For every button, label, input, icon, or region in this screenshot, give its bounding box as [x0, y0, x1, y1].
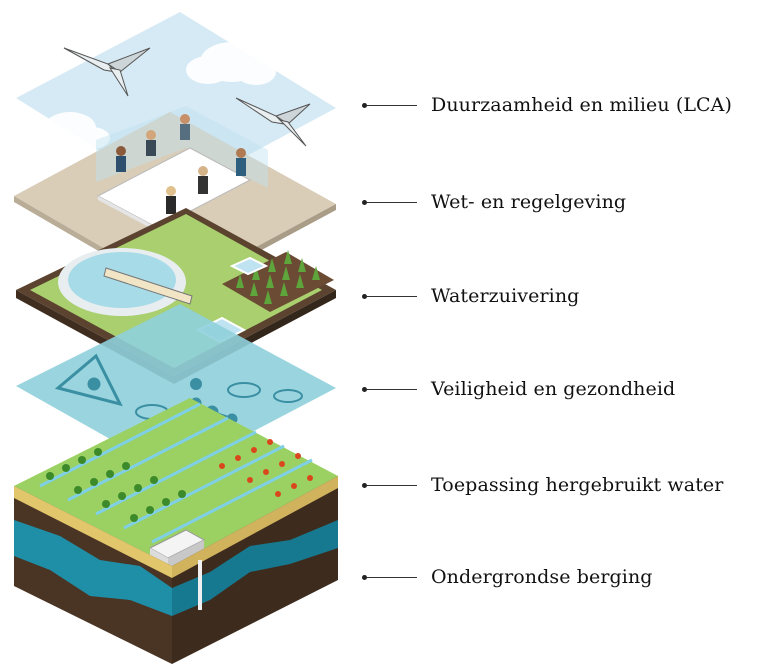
layer-label-treatment: Waterzuivering: [362, 281, 579, 311]
hazard-warning-icon: [54, 353, 123, 407]
person-icon: [236, 148, 246, 176]
layer-label-sky: Duurzaamheid en milieu (LCA): [362, 90, 732, 120]
bullet-dot: [362, 199, 367, 205]
layer-label-fields: Toepassing hergebruikt water: [362, 470, 723, 500]
bullet-dot: [362, 293, 367, 299]
leader-line: [367, 201, 417, 203]
layer-label-safety: Veiligheid en gezondheid: [362, 374, 675, 404]
leader-line: [367, 484, 417, 486]
label-text: Toepassing hergebruikt water: [431, 474, 724, 496]
sky-layer: [16, 12, 336, 196]
clarifier-tank-icon: [58, 248, 193, 316]
label-text: Waterzuivering: [431, 285, 580, 307]
label-text: Wet- en regelgeving: [431, 191, 627, 213]
leader-line: [367, 388, 417, 390]
cloud-icon: [186, 42, 276, 85]
person-icon: [180, 114, 190, 140]
fields-layer: [14, 398, 338, 572]
underground-layer: [14, 476, 338, 664]
leader-line: [367, 104, 417, 106]
layer-label-underground: Ondergrondse berging: [362, 562, 653, 592]
label-text: Veiligheid en gezondheid: [431, 378, 676, 400]
bullet-dot: [362, 482, 367, 488]
leader-line: [367, 576, 417, 578]
person-icon: [198, 166, 208, 194]
person-icon: [146, 130, 156, 156]
label-text: Duurzaamheid en milieu (LCA): [431, 94, 733, 116]
cloud-icon: [30, 112, 110, 149]
bullet-dot: [362, 102, 367, 108]
leader-line: [367, 295, 417, 297]
person-icon: [116, 146, 126, 172]
bird-icon: [235, 97, 311, 147]
layer-label-meeting: Wet- en regelgeving: [362, 187, 626, 217]
bullet-dot: [362, 574, 367, 580]
label-text: Ondergrondse berging: [431, 566, 653, 588]
person-icon: [166, 186, 176, 214]
bullet-dot: [362, 386, 367, 392]
bird-icon: [63, 47, 151, 97]
